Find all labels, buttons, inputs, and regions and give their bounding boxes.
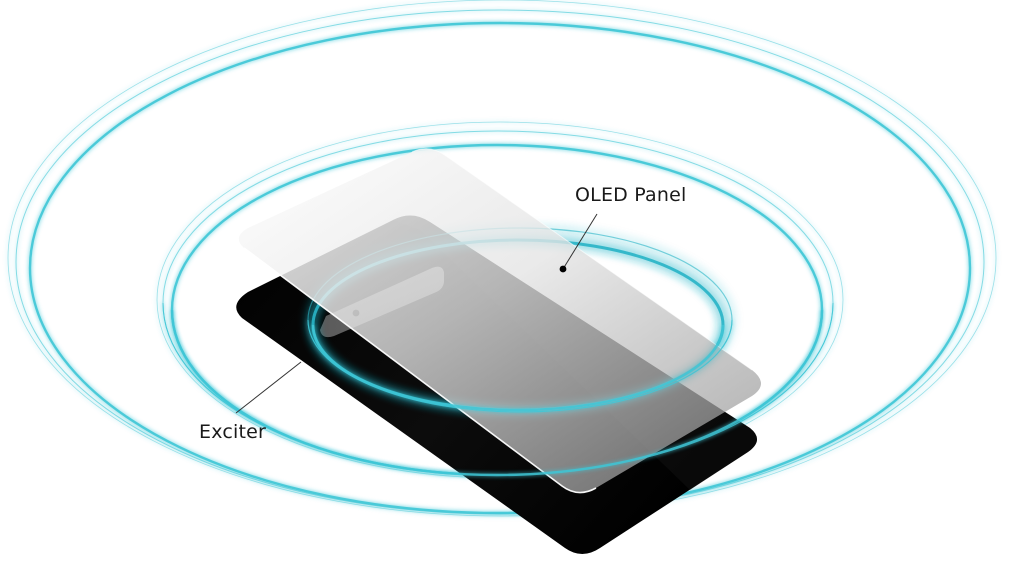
wave-rings-outer	[7, 0, 997, 517]
oled-leader-line	[562, 213, 598, 270]
oled-panel-callout	[559, 213, 598, 273]
oled-panel	[238, 148, 761, 494]
oled-point-marker	[559, 265, 567, 273]
exciter-label: Exciter	[199, 421, 266, 443]
wave-rings-middle-front	[162, 302, 834, 477]
oled-panel-label: OLED Panel	[575, 184, 687, 206]
wave-rings-inner-front	[307, 319, 733, 413]
exciter-leader-line	[235, 361, 302, 414]
exciter-callout	[235, 361, 302, 414]
